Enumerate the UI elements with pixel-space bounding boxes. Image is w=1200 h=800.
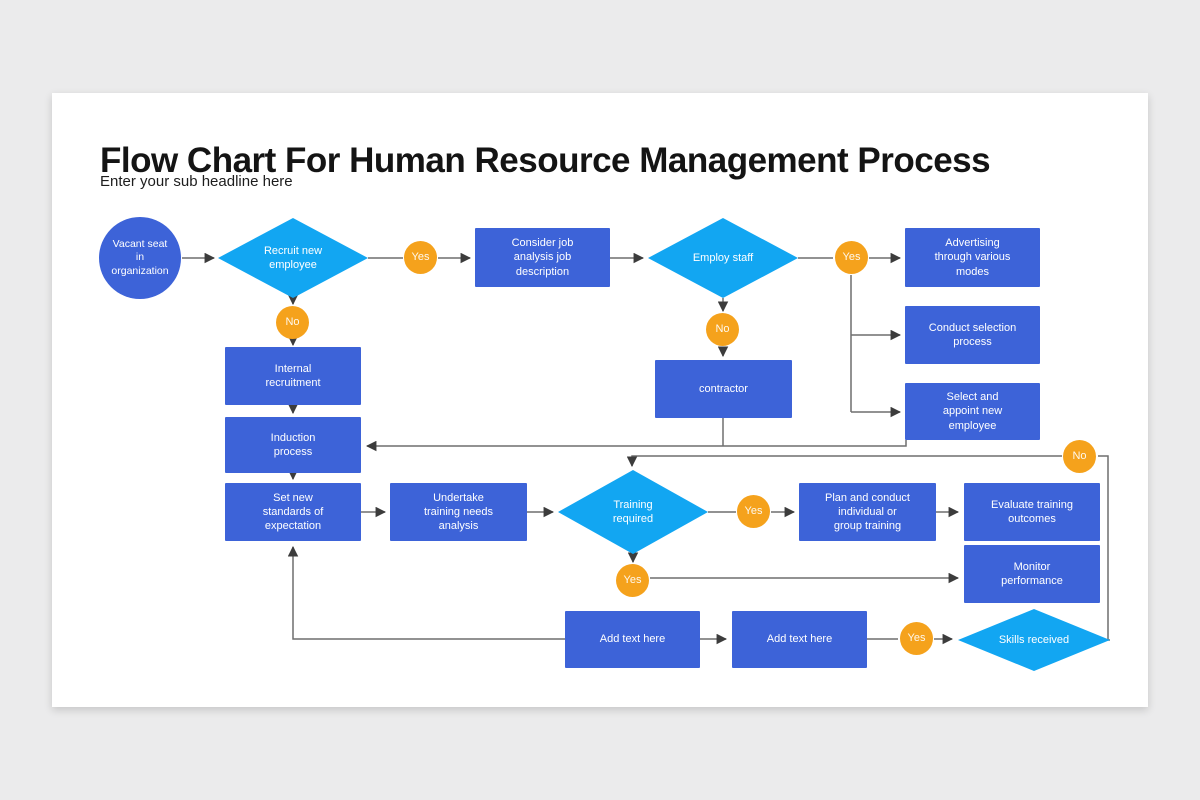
badge-no-1-label: No: [285, 316, 300, 329]
process-contractor: contractor: [655, 360, 792, 418]
process-monitor-performance-label: Monitor performance: [1001, 560, 1063, 587]
process-set-standards-label: Set new standards of expectation: [262, 491, 324, 533]
process-consider-job-analysis-label: Consider job analysis job description: [511, 237, 574, 278]
start-vacant-seat: Vacant seat in organization: [99, 217, 181, 299]
process-contractor-label: contractor: [699, 382, 748, 395]
badge-yes-2: Yes: [835, 241, 868, 274]
process-advertising-modes: Advertising through various modes: [905, 228, 1040, 287]
process-monitor-performance: Monitor performance: [964, 545, 1100, 603]
badge-no-1: No: [276, 306, 309, 339]
page-title: Flow Chart For Human Resource Management…: [100, 141, 991, 181]
process-set-standards: Set new standards of expectation: [225, 483, 361, 541]
badge-no-3-label: No: [1072, 450, 1087, 463]
badge-yes-3-label: Yes: [744, 505, 763, 518]
page-subtitle: Enter your sub headline here: [100, 173, 293, 190]
decision-training-required-label: Training required: [612, 498, 654, 525]
badge-yes-1: Yes: [404, 241, 437, 274]
process-induction: Induction process: [225, 417, 361, 473]
process-conduct-selection: Conduct selection process: [905, 306, 1040, 364]
process-add-text-2-label: Add text here: [766, 633, 833, 646]
decision-skills-received-label: Skills received: [998, 633, 1070, 646]
process-induction-label: Induction process: [270, 431, 316, 458]
decision-recruit-new-employee-label: Recruit new employee: [263, 244, 323, 271]
process-evaluate-outcomes-label: Evaluate training outcomes: [991, 498, 1073, 525]
badge-yes-3: Yes: [737, 495, 770, 528]
process-undertake-training-needs-label: Undertake training needs analysis: [423, 491, 494, 533]
start-vacant-seat-label: Vacant seat in organization: [111, 237, 169, 277]
process-select-appoint-label: Select and appoint new employee: [942, 391, 1003, 432]
badge-yes-4-label: Yes: [623, 574, 642, 587]
decision-employ-staff-label: Employ staff: [692, 251, 754, 264]
process-evaluate-outcomes: Evaluate training outcomes: [964, 483, 1100, 541]
badge-yes-1-label: Yes: [411, 251, 430, 264]
flow-edge: [626, 455, 1062, 468]
badge-yes-5-label: Yes: [907, 632, 926, 645]
process-plan-conduct-training-label: Plan and conduct individual or group tra…: [824, 491, 910, 533]
process-internal-recruitment: Internal recruitment: [225, 347, 361, 405]
process-add-text-1: Add text here: [565, 611, 700, 668]
badge-no-2-label: No: [715, 323, 730, 336]
process-internal-recruitment-label: Internal recruitment: [265, 362, 321, 389]
process-advertising-modes-label: Advertising through various modes: [934, 237, 1011, 278]
badge-yes-4: Yes: [616, 564, 649, 597]
process-undertake-training-needs: Undertake training needs analysis: [390, 483, 527, 541]
badge-no-3: No: [1063, 440, 1096, 473]
process-plan-conduct-training: Plan and conduct individual or group tra…: [799, 483, 936, 541]
badge-yes-5: Yes: [900, 622, 933, 655]
process-add-text-2: Add text here: [732, 611, 867, 668]
badge-yes-2-label: Yes: [842, 251, 861, 264]
flow-edge: [365, 440, 907, 452]
process-consider-job-analysis: Consider job analysis job description: [475, 228, 610, 287]
badge-no-2: No: [706, 313, 739, 346]
process-add-text-1-label: Add text here: [599, 633, 666, 646]
process-conduct-selection-label: Conduct selection process: [928, 321, 1017, 348]
process-select-appoint: Select and appoint new employee: [905, 383, 1040, 440]
flow-edge: [287, 545, 565, 640]
